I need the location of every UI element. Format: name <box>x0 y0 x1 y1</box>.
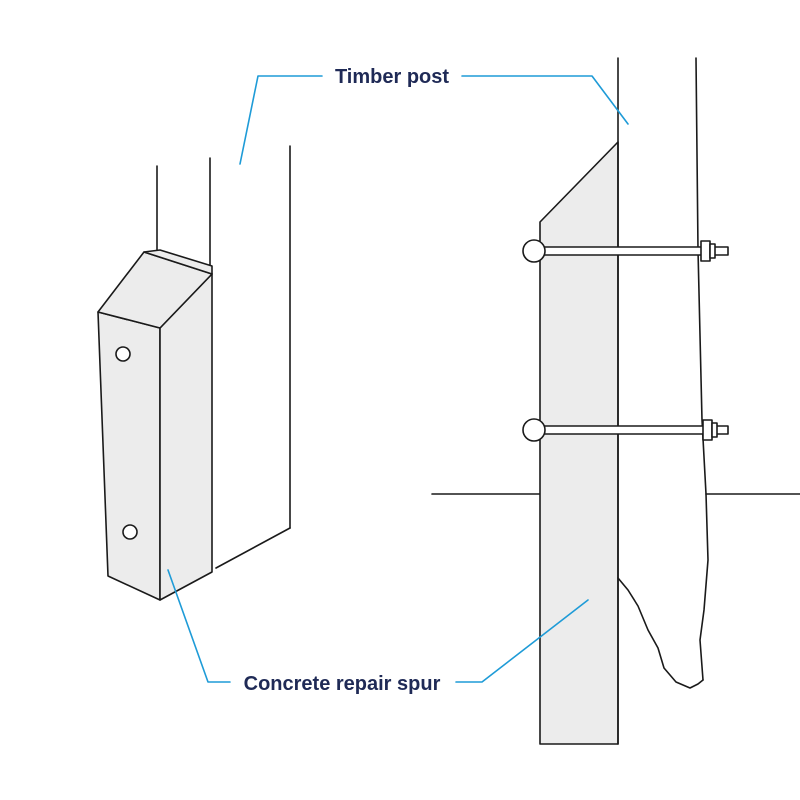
section-post-right-edge <box>695 57 709 681</box>
section-bolt-upper <box>522 239 729 263</box>
bolt-upper-washer <box>709 243 716 259</box>
bolt-upper-head <box>522 239 546 263</box>
label-concrete-repair-spur: Concrete repair spur <box>244 673 441 695</box>
label-timber-post: Timber post <box>335 66 449 88</box>
bolt-upper-nut <box>700 240 711 262</box>
bolt-lower-nut <box>702 419 713 441</box>
iso-spur-side-face <box>159 273 213 601</box>
section-post-decay-profile <box>617 577 704 689</box>
iso-spur-bolt-hole-upper <box>115 346 131 362</box>
bolt-lower-head <box>522 418 546 442</box>
isometric-view <box>97 145 291 601</box>
bolt-lower-washer <box>711 422 718 438</box>
section-concrete-spur <box>539 141 619 745</box>
iso-spur-top-cap <box>143 249 213 275</box>
iso-concrete-spur <box>97 249 213 601</box>
bolt-lower-shank <box>541 425 729 435</box>
leader-timber-post-left <box>239 75 323 165</box>
section-timber-post <box>617 57 709 745</box>
leader-concrete-spur-right <box>455 599 589 683</box>
iso-spur-bolt-hole-lower <box>122 524 138 540</box>
leader-concrete-spur-left <box>167 569 231 683</box>
leader-timber-post-right <box>461 75 629 125</box>
leader-lines <box>167 75 629 683</box>
section-view <box>431 57 800 745</box>
bolt-upper-shank <box>541 246 729 256</box>
iso-post-base-edge <box>215 527 291 569</box>
iso-timber-post <box>156 145 291 569</box>
section-bolt-lower <box>522 418 729 442</box>
